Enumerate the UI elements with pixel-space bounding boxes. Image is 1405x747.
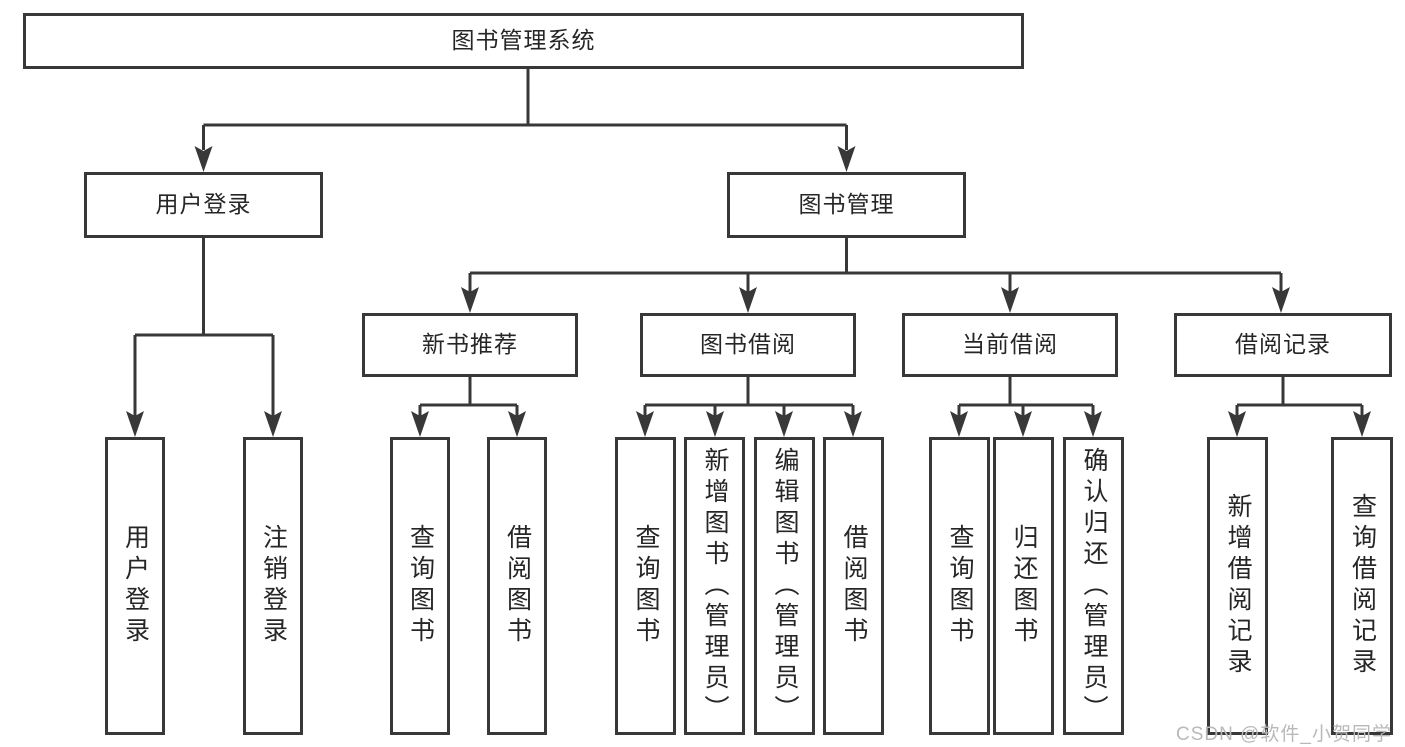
node-current-borrowing: 当前借阅 xyxy=(902,313,1118,377)
leaf-edit-book-admin: 编辑图书（管理员） xyxy=(754,437,815,735)
branch-book-management-to-level3 xyxy=(468,238,1283,294)
leaf-add-borrow-record: 新增借阅记录 xyxy=(1207,437,1268,735)
leaf-borrowing-borrow-books: 借阅图书 xyxy=(823,437,884,735)
leaf-add-book-admin: 新增图书（管理员） xyxy=(684,437,745,735)
branch-current-to-leaves xyxy=(957,377,1095,418)
node-library-management-system: 图书管理系统 xyxy=(23,13,1024,69)
node-user-login: 用户登录 xyxy=(84,172,323,238)
node-borrowing-records: 借阅记录 xyxy=(1174,313,1392,377)
leaf-query-borrow-record: 查询借阅记录 xyxy=(1331,437,1393,735)
leaf-return-books: 归还图书 xyxy=(993,437,1054,735)
watermark: CSDN @软件_小贺同学 xyxy=(1176,724,1392,745)
branch-root-to-level2 xyxy=(202,69,848,150)
branch-recommend-to-leaves xyxy=(418,377,519,418)
branch-borrowing-to-leaves xyxy=(643,377,855,418)
leaf-confirm-return-admin: 确认归还（管理员） xyxy=(1063,437,1124,735)
node-new-book-recommendation: 新书推荐 xyxy=(362,313,578,377)
leaf-current-query-books: 查询图书 xyxy=(929,437,990,735)
node-book-management: 图书管理 xyxy=(727,172,966,238)
branch-user-login-to-leaves xyxy=(133,238,275,418)
leaf-borrowing-query-books: 查询图书 xyxy=(615,437,676,735)
leaf-recommend-borrow-books: 借阅图书 xyxy=(487,437,547,735)
branch-records-to-leaves xyxy=(1235,377,1364,418)
leaf-user-login: 用户登录 xyxy=(105,437,165,735)
leaf-recommend-query-books: 查询图书 xyxy=(390,437,450,735)
arrowheads xyxy=(126,146,1371,437)
leaf-logout: 注销登录 xyxy=(243,437,303,735)
node-book-borrowing: 图书借阅 xyxy=(640,313,856,377)
